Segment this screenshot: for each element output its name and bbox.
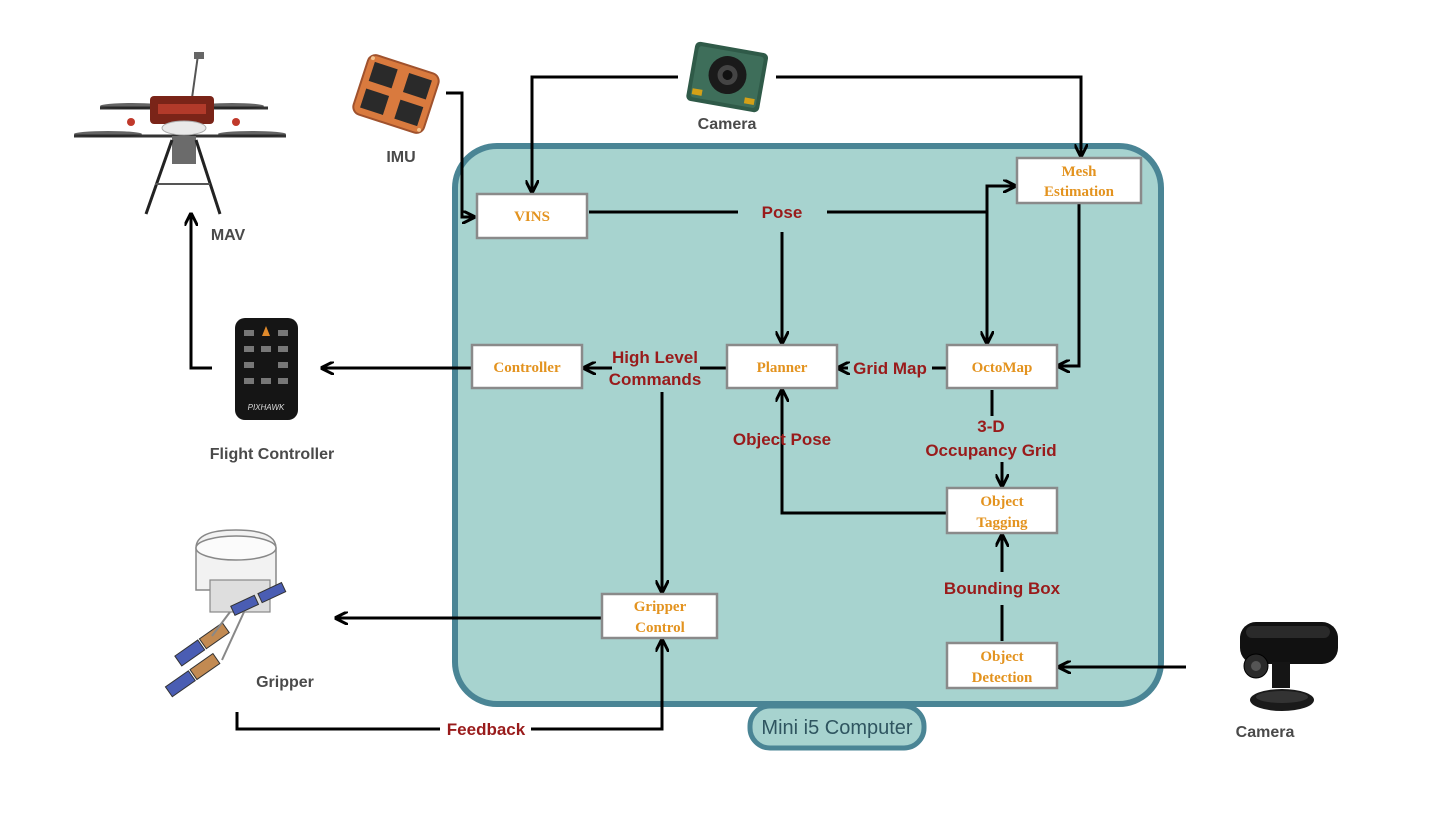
vins-box: VINS [475,192,589,240]
mesh-label-line1: Mesh [1062,164,1098,180]
object-tagging-box: Object Tagging [945,486,1059,535]
high-level-commands-label-line2: Commands [609,370,702,389]
quadcopter-icon [74,52,286,215]
mesh-label-line2: Estimation [1044,184,1115,200]
gripper-feedback-line [235,712,440,731]
object-pose-label: Object Pose [733,430,831,449]
controller-box: Controller [470,343,584,390]
camera-top-label: Camera [698,116,757,133]
object-detection-box: Object Detection [945,641,1059,690]
camera-right-label: Camera [1236,724,1295,741]
camera-board-icon [686,41,769,113]
octomap-label: OctoMap [972,360,1033,376]
flight-controller-icon: PIXHAWK [235,318,298,420]
camera-to-mesh-arrow [776,75,1081,156]
flight-controller-label: Flight Controller [210,446,334,463]
gripper-control-label-line2: Control [635,620,685,636]
mesh-to-octomap-arrow [1058,203,1081,366]
occupancy-grid-label-line1: 3-D [977,417,1004,436]
mesh-estimation-box: Mesh Estimation [1015,156,1143,205]
high-level-commands-label-line1: High Level [612,348,698,367]
object-tagging-label-line1: Object [980,494,1023,510]
computer-label: Mini i5 Computer [761,717,913,739]
usb-camera-icon [1240,622,1338,711]
vins-label: VINS [514,209,550,225]
imu-to-vins-arrow [446,91,474,217]
bounding-box-label: Bounding Box [944,579,1061,598]
octomap-box: OctoMap [945,343,1059,390]
gripper-icon [164,529,287,698]
gripper-control-box: Gripper Control [600,592,719,640]
tagging-to-planner-arrow [782,390,946,515]
camera-to-vins-arrow [532,75,678,192]
object-detection-label-line1: Object [980,649,1023,665]
pose-to-mesh-arrow [985,186,1015,212]
grid-map-label: Grid Map [853,359,927,378]
feedback-to-gripper-control-arrow [531,640,662,731]
imu-chip-icon [352,54,440,134]
gripper-label: Gripper [256,674,314,691]
imu-label: IMU [386,149,415,166]
planner-label: Planner [757,360,808,376]
occupancy-grid-label-line2: Occupancy Grid [925,441,1056,460]
feedback-label: Feedback [447,720,526,739]
pixhawk-board-text: PIXHAWK [248,403,285,412]
mav-label: MAV [211,227,246,244]
planner-box: Planner [725,343,839,390]
fc-to-mav-arrow [191,214,212,370]
object-tagging-label-line2: Tagging [976,515,1028,531]
controller-label: Controller [493,360,561,376]
gripper-control-label-line1: Gripper [634,599,687,615]
object-detection-label-line2: Detection [972,670,1033,686]
computer-label-pill [747,703,927,751]
pose-label: Pose [762,203,803,222]
